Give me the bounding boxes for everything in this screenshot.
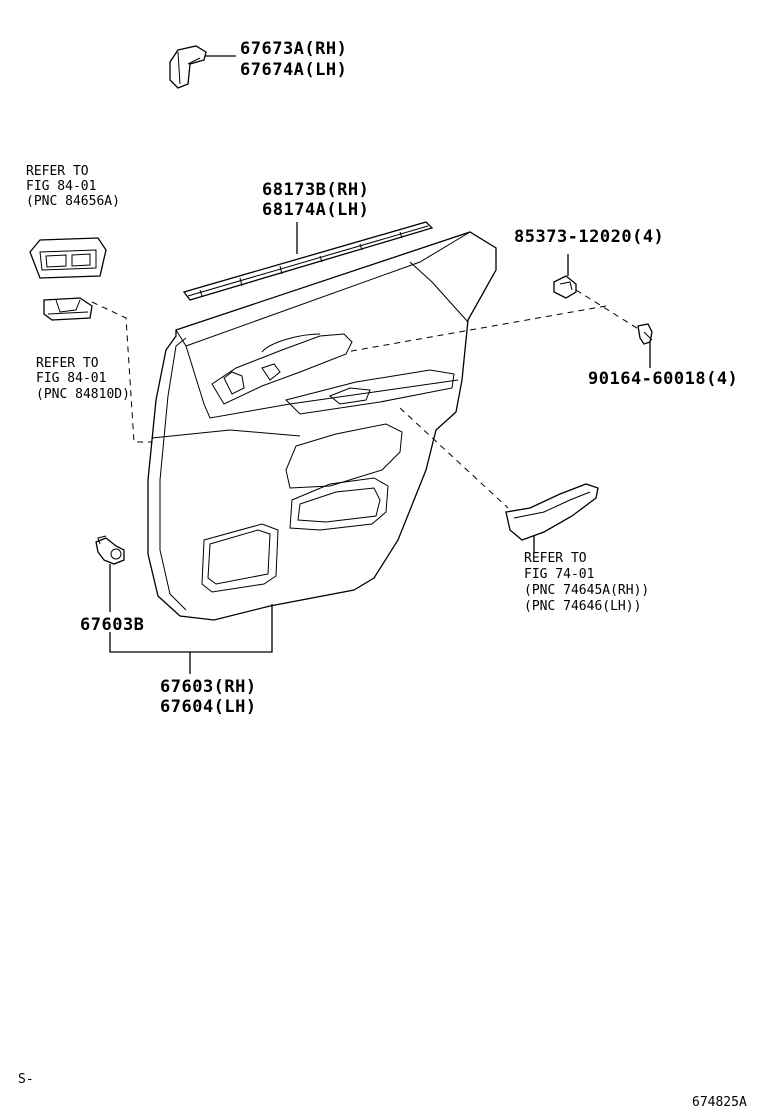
- corner-label-left: S-: [18, 1072, 34, 1087]
- label-67603: 67603(RH): [160, 677, 257, 697]
- label-90164: 90164-60018(4): [588, 369, 738, 389]
- ref2-line1: REFER TO: [36, 356, 99, 371]
- corner-label-right: 674825A: [692, 1095, 747, 1110]
- dash-screw-to-panel: [345, 305, 607, 353]
- label-67674A: 67674A(LH): [240, 60, 347, 80]
- ref3-line1: REFER TO: [524, 551, 587, 566]
- ref1-line3: (PNC 84656A): [26, 194, 120, 209]
- ref1-line1: REFER TO: [26, 164, 89, 179]
- clip-67603B: [95, 535, 125, 565]
- label-68173B: 68173B(RH): [262, 180, 369, 200]
- switch-part: [43, 297, 93, 321]
- dash-trim-to-panel: [399, 407, 509, 509]
- clip-85373: [553, 275, 577, 299]
- ref3-line4: (PNC 74646(LH)): [524, 599, 641, 614]
- label-67673A: 67673A(RH): [240, 39, 347, 59]
- cover-part-67673A: [169, 45, 207, 89]
- screw-90164: [637, 323, 653, 345]
- switch-bezel-part: [29, 237, 107, 279]
- bracket-67603: [109, 604, 273, 653]
- door-trim-panel: [147, 231, 497, 621]
- weatherstrip-68173B: [182, 221, 434, 301]
- ref2-line2: FIG 84-01: [36, 371, 106, 386]
- label-67603B: 67603B: [80, 615, 144, 635]
- ref1-line2: FIG 84-01: [26, 179, 96, 194]
- label-85373: 85373-12020(4): [514, 227, 664, 247]
- trim-piece-74645A: [505, 483, 599, 541]
- ref3-line2: FIG 74-01: [524, 567, 594, 582]
- dash-clip-screw: [575, 289, 641, 331]
- ref3-line3: (PNC 74645A(RH)): [524, 583, 649, 598]
- label-68174A: 68174A(LH): [262, 200, 369, 220]
- ref2-line3: (PNC 84810D): [36, 387, 130, 402]
- label-67604: 67604(LH): [160, 697, 257, 717]
